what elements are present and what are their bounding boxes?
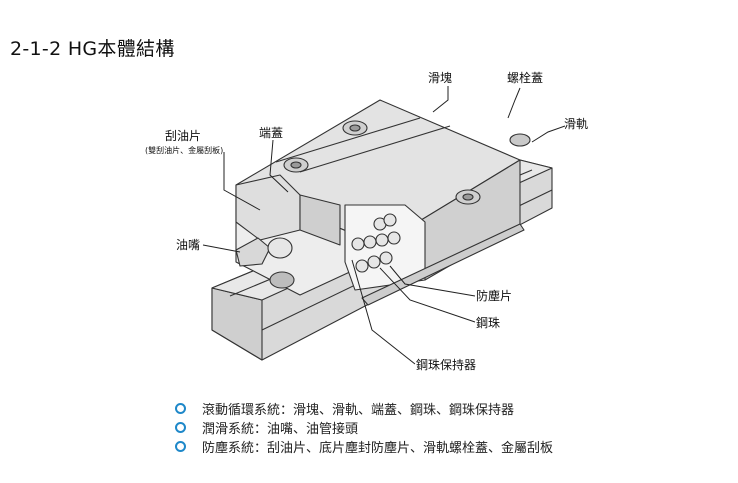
label-grease-nipple: 油嘴 [176,238,200,252]
legend-item: 潤滑系統：油嘴、油管接頭 [175,418,553,437]
leader-line [389,265,476,297]
label-retainer: 鋼珠保持器 [416,357,476,372]
rail-bolt-cap-shape [509,133,531,147]
system-legend: 滾動循環系統：滑塊、滑軌、端蓋、鋼珠、鋼珠保持器 潤滑系統：油嘴、油管接頭 防塵… [175,399,553,456]
label-block: 滑塊 [428,70,452,85]
legend-text: 防塵系統：刮油片、底片塵封防塵片、滑軌螺栓蓋、金屬刮板 [202,441,554,456]
label-ball: 鋼珠 [476,316,500,330]
leader-line [269,139,289,193]
leader-line [223,152,261,211]
leader-line [379,267,476,323]
legend-item: 防塵系統：刮油片、底片塵封防塵片、滑軌螺栓蓋、金屬刮板 [175,437,553,456]
leader-line [351,259,416,365]
circle-bullet-icon [175,441,186,452]
legend-text: 潤滑系統：油嘴、油管接頭 [202,422,359,437]
circle-bullet-icon [175,422,186,433]
grease-nipple-shape [235,237,295,289]
leader-line [531,125,566,143]
leader-line [507,87,521,119]
label-end-cap: 端蓋 [259,126,283,140]
page-title: 2-1-2 HG本體結構 [10,38,175,60]
ball-group [351,213,401,273]
end-cap-shape [235,174,341,246]
legend-item: 滾動循環系統：滑塊、滑軌、端蓋、鋼珠、鋼珠保持器 [175,399,553,418]
circle-bullet-icon [175,403,186,414]
bolt-hole [283,157,309,173]
bolt-hole [342,120,368,136]
bolt-hole [455,189,481,205]
label-bottom-seal: 防塵片 [476,288,512,303]
label-scraper-note: (雙刮油片、金屬刮板) [145,145,223,155]
label-bolt-cap: 螺栓蓋 [507,70,543,85]
leader-line [202,244,241,253]
label-scraper: 刮油片 [165,129,201,143]
leader-line [432,86,449,113]
legend-text: 滾動循環系統：滑塊、滑軌、端蓋、鋼珠、鋼珠保持器 [202,403,515,418]
bottom-seal-shape [361,223,525,306]
label-rail: 滑軌 [564,116,588,131]
